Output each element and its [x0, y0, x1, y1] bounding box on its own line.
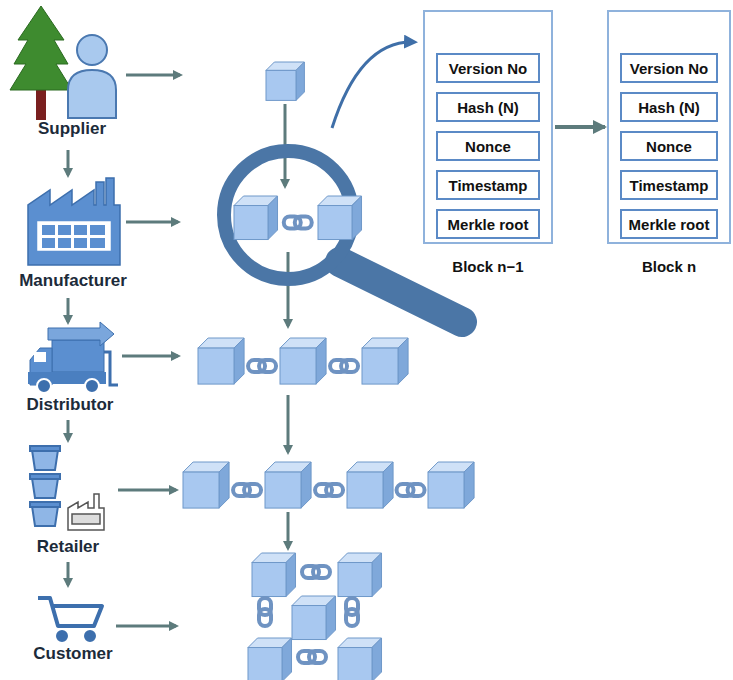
header-field-box: Nonce	[620, 131, 718, 161]
header-field-box: Timestamp	[620, 170, 718, 200]
manufacturer-icon	[28, 178, 120, 265]
supplier-icon	[10, 6, 116, 120]
header-field-box: Hash (N)	[436, 92, 540, 122]
header-field-box: Nonce	[436, 131, 540, 161]
block-title: Block n	[609, 258, 729, 275]
actor-label: Distributor	[27, 395, 114, 415]
header-field-box: Timestamp	[436, 170, 540, 200]
block-cube	[234, 196, 278, 240]
header-field-box: Hash (N)	[620, 92, 718, 122]
block-cube	[318, 196, 362, 240]
block-cube	[362, 338, 408, 384]
actor-label: Customer	[33, 644, 112, 664]
field-label: Hash (N)	[457, 99, 519, 116]
chain-link	[298, 651, 326, 663]
block-cube	[248, 638, 292, 680]
block-cube	[266, 62, 304, 100]
field-label: Merkle root	[448, 216, 529, 233]
block-cube	[428, 462, 474, 508]
header-field-box: Merkle root	[436, 209, 540, 239]
block-cube	[292, 596, 336, 640]
actor-label: Manufacturer	[19, 271, 127, 291]
chain-link	[330, 360, 358, 372]
chain-link	[284, 217, 312, 229]
block-cube	[198, 338, 244, 384]
header-field-box: Version No	[620, 53, 718, 83]
block-title: Block n−1	[425, 258, 551, 275]
block-cube	[338, 553, 382, 597]
retailer-icon	[30, 446, 60, 526]
block-cube	[338, 638, 382, 680]
field-label: Hash (N)	[638, 99, 700, 116]
chain-connector	[555, 125, 605, 129]
distributor-icon	[28, 322, 118, 393]
header-field-box: Merkle root	[620, 209, 718, 239]
block-cube	[280, 338, 326, 384]
chain-link	[346, 598, 358, 626]
zoom-arrow	[332, 42, 414, 128]
chain-link	[259, 598, 271, 626]
block-cube	[265, 462, 311, 508]
block-cube	[252, 553, 296, 597]
block-cube	[347, 462, 393, 508]
chain-link	[302, 566, 330, 578]
chain-link	[233, 484, 261, 496]
field-label: Timestamp	[630, 177, 709, 194]
field-label: Nonce	[465, 138, 511, 155]
block-cube	[183, 462, 229, 508]
chain-link	[397, 484, 425, 496]
chain-link	[315, 484, 343, 496]
retail-shop-icon	[68, 494, 104, 530]
actor-label: Supplier	[38, 119, 106, 139]
block-box: Block nVersion NoHash (N)NonceTimestampM…	[607, 10, 731, 244]
field-label: Version No	[630, 60, 708, 77]
chain-link	[248, 360, 276, 372]
actor-label: Retailer	[37, 537, 99, 557]
block-box: Block n−1Version NoHash (N)NonceTimestam…	[423, 10, 553, 244]
field-label: Version No	[449, 60, 527, 77]
header-field-box: Version No	[436, 53, 540, 83]
field-label: Timestamp	[449, 177, 528, 194]
customer-cart-icon	[38, 598, 102, 640]
field-label: Merkle root	[629, 216, 710, 233]
field-label: Nonce	[646, 138, 692, 155]
